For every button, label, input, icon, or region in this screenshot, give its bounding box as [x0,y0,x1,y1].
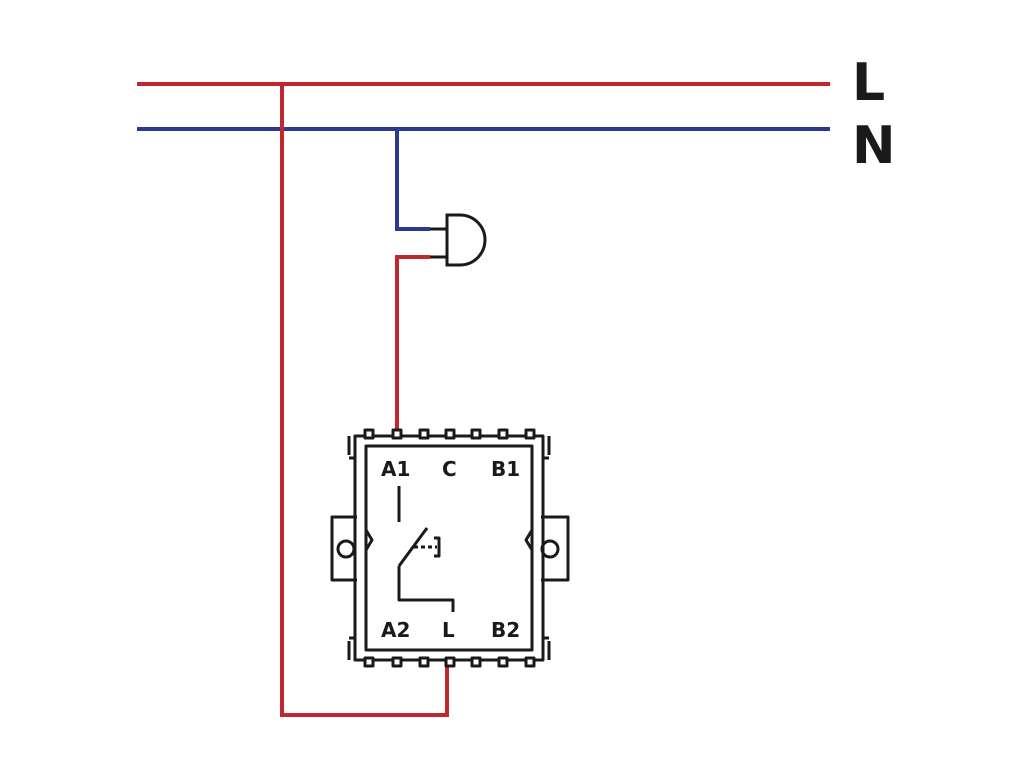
switch-contact-icon [397,486,455,612]
terminal-tabs-bottom [363,656,536,668]
neutral-wiring [137,127,830,231]
live-wiring [137,82,830,717]
terminal-label-c: C [442,457,457,481]
corner-clips [347,436,551,660]
live-feed-to-switch [280,84,449,717]
switch-module [330,428,570,668]
terminal-label-l: L [442,618,455,642]
neutral-drop-to-lamp [395,129,430,231]
side-notches [364,529,534,551]
terminal-label-a2: A2 [381,618,410,642]
live-rail-label: L [852,53,885,113]
lamp-icon [430,213,487,267]
mounting-lug-right [541,515,570,582]
terminal-tabs-top [363,428,536,440]
mounting-lug-left [330,515,357,582]
terminal-label-b1: B1 [491,457,520,481]
terminal-label-a1: A1 [381,457,410,481]
terminal-label-b2: B2 [491,618,520,642]
neutral-rail-label: N [852,116,896,176]
switched-live-to-lamp [395,255,430,432]
mounting-hole-left [336,539,356,559]
